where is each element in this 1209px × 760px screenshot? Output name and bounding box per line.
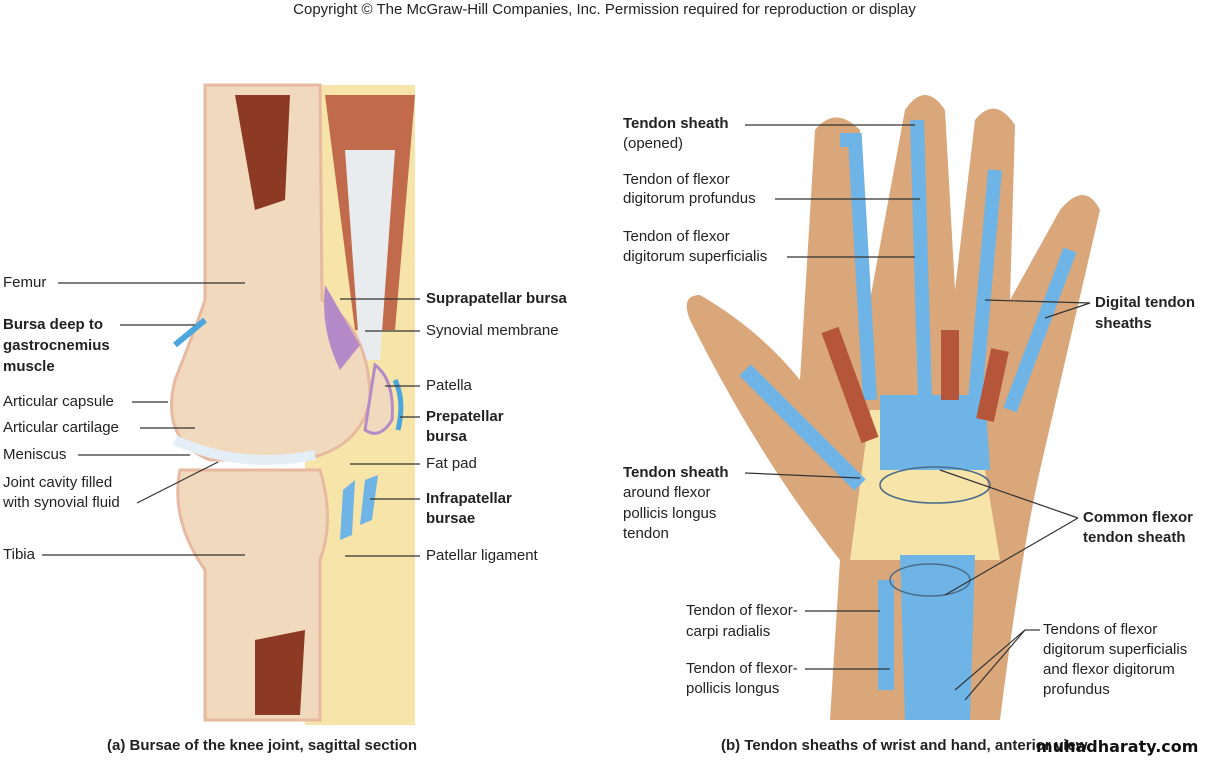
fpl-sheath <box>739 364 866 491</box>
infrapatellar-bursae <box>340 475 378 540</box>
label-fpl-sheath-4: tendon <box>623 525 669 542</box>
digital-sheath-index <box>840 133 877 401</box>
label-fdp-1: Tendon of flexor <box>623 171 730 188</box>
label-articular-capsule: Articular capsule <box>3 393 114 410</box>
label-fds-fdp-4: profundus <box>1043 681 1110 698</box>
common-sheath-wrist <box>900 555 975 720</box>
tibia-bone <box>176 468 329 722</box>
lumbrical-muscles <box>821 326 1009 444</box>
label-digital-sheaths-2: sheaths <box>1095 315 1152 332</box>
label-tendon-sheath-opened-1: Tendon sheath <box>623 115 729 132</box>
label-fdp-2: digitorum profundus <box>623 190 756 207</box>
label-synovial-membrane: Synovial membrane <box>426 322 559 339</box>
marrow-cavity <box>235 95 290 210</box>
label-fds-fdp-2: digitorum superficialis <box>1043 641 1188 658</box>
caption-hand: (b) Tendon sheaths of wrist and hand, an… <box>721 737 1088 754</box>
caption-knee: (a) Bursae of the knee joint, sagittal s… <box>107 737 418 754</box>
label-femur: Femur <box>3 274 47 291</box>
label-fcr-1: Tendon of flexor- <box>686 602 798 619</box>
leader-lines <box>42 124 1091 701</box>
label-fds-fdp-3: and flexor digitorum <box>1043 661 1175 678</box>
knee-illustration <box>170 83 415 725</box>
label-bursa-gastrocnemius-1: Bursa deep to <box>3 316 104 333</box>
digital-sheath-little <box>1003 247 1077 413</box>
meniscus <box>172 435 316 465</box>
hand-illustration <box>686 95 1100 720</box>
label-patella: Patella <box>426 377 472 394</box>
label-infrapatellar-2: bursae <box>426 510 476 527</box>
label-fat-pad: Fat pad <box>426 455 477 472</box>
label-fpl-2: pollicis longus <box>686 680 780 697</box>
label-articular-cartilage: Articular cartilage <box>3 419 119 436</box>
label-bursa-gastrocnemius-3: muscle <box>3 358 55 375</box>
label-digital-sheaths-1: Digital tendon <box>1095 294 1195 311</box>
suprapatellar-bursa <box>324 285 360 370</box>
label-meniscus: Meniscus <box>3 446 67 463</box>
label-bursa-gastrocnemius-2: gastrocnemius <box>3 337 110 354</box>
label-common-sheath-1: Common flexor <box>1083 509 1194 526</box>
label-prepatellar-1: Prepatellar <box>426 408 504 425</box>
fcr-tendon <box>878 580 894 690</box>
label-fpl-sheath-1: Tendon sheath <box>623 464 729 481</box>
label-fpl-sheath-3: pollicis longus <box>623 505 717 522</box>
gastrocnemius-bursa <box>173 317 207 348</box>
label-fpl-1: Tendon of flexor- <box>686 660 798 677</box>
prepatellar-bursa <box>392 378 404 431</box>
label-joint-cavity-2: with synovial fluid <box>3 494 120 511</box>
label-common-sheath-2: tendon sheath <box>1083 529 1186 546</box>
patella <box>363 362 394 435</box>
tibia-marrow <box>255 630 305 715</box>
label-fds-1: Tendon of flexor <box>623 228 730 245</box>
label-fds-2: digitorum superficialis <box>623 248 768 265</box>
label-prepatellar-2: bursa <box>426 428 467 445</box>
digital-sheath-middle <box>910 119 932 401</box>
watermark: muhadharaty.com <box>1036 737 1199 756</box>
sheath-cross-section-1 <box>879 466 991 504</box>
common-sheath-palm <box>880 395 990 470</box>
label-fpl-sheath-2: around flexor <box>623 484 711 501</box>
label-infrapatellar-1: Infrapatellar <box>426 490 512 507</box>
digital-sheath-ring <box>968 169 1002 401</box>
label-joint-cavity-1: Joint cavity filled <box>3 474 113 491</box>
label-tibia: Tibia <box>3 546 35 563</box>
label-fds-fdp-1: Tendons of flexor <box>1043 621 1158 638</box>
quadriceps-tendon <box>345 150 395 360</box>
label-fcr-2: carpi radialis <box>686 623 771 640</box>
label-patellar-ligament: Patellar ligament <box>426 547 538 564</box>
label-suprapatellar-bursa: Suprapatellar bursa <box>426 290 567 307</box>
copyright-notice: Copyright © The McGraw-Hill Companies, I… <box>293 1 916 18</box>
label-tendon-sheath-opened-2: (opened) <box>623 135 684 152</box>
